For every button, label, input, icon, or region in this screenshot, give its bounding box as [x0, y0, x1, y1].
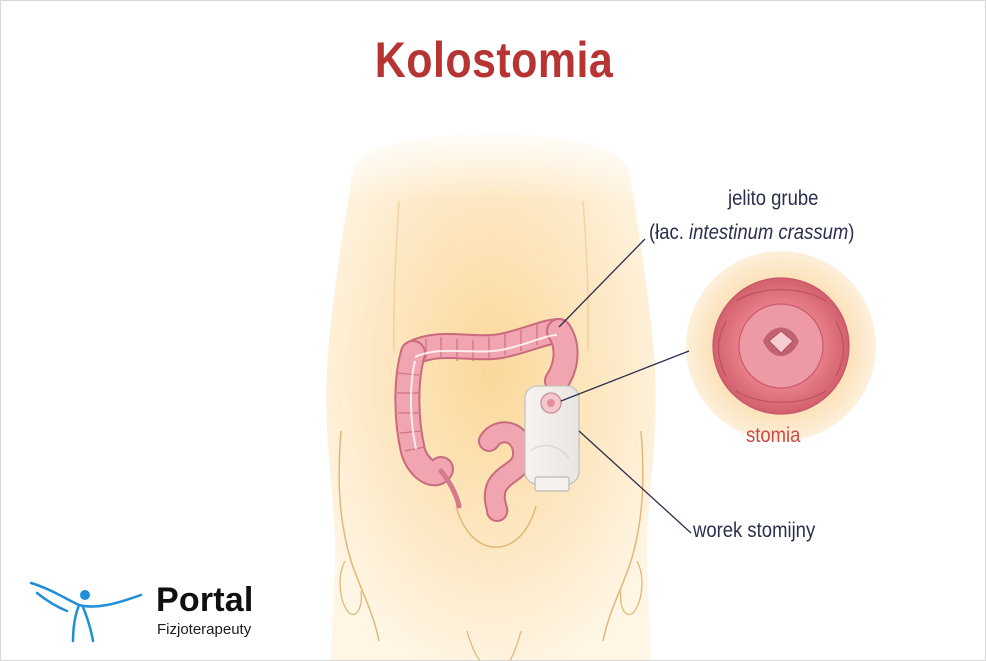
logo-name: Portal — [156, 581, 254, 620]
label-stoma-bag: worek stomijny — [693, 519, 815, 543]
label-stoma: stomia — [746, 424, 800, 448]
logo-subtitle: Fizjoterapeuty — [157, 621, 251, 638]
stoma-bag — [525, 386, 579, 491]
label-large-intestine-latin: (łac. intestinum crassum) — [649, 221, 854, 245]
torso — [326, 121, 661, 661]
diagram-title: Kolostomia — [70, 31, 918, 89]
portal-logo-figure — [31, 583, 141, 641]
stoma-zoom-view — [686, 251, 876, 441]
label-large-intestine: jelito grube — [728, 187, 818, 211]
